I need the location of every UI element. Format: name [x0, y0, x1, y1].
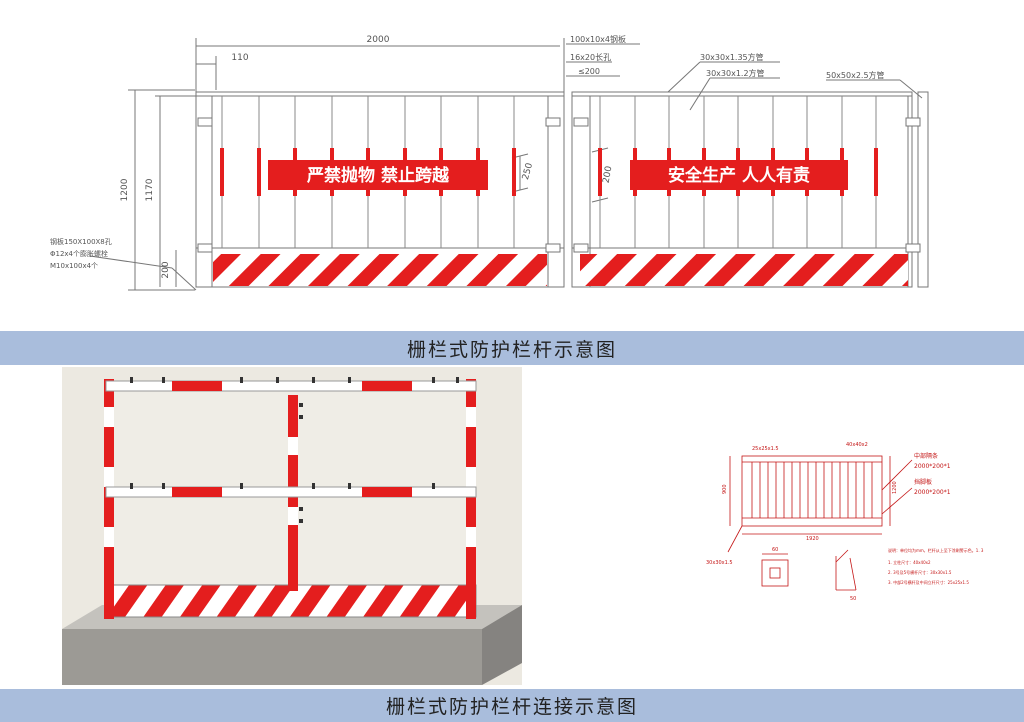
small-note-2: 2. 3号及5号横杆尺寸：30x30x1.5 — [888, 569, 952, 575]
callout-tube-post: 50x50x2.5方管 — [826, 70, 885, 80]
right-post — [466, 379, 476, 619]
small-label-mid-size: 2000*200*1 — [914, 463, 951, 470]
callout-base-plate-2: Φ12x4个膨胀螺栓 — [50, 249, 108, 258]
small-label-det-60: 60 — [772, 547, 778, 553]
small-label-toe-size: 2000*200*1 — [914, 489, 951, 496]
caption-top: 栅栏式防护栏杆示意图 — [406, 338, 617, 361]
left-panel-frame — [195, 91, 565, 288]
small-frame — [741, 455, 883, 527]
dim-total-width: 2000 — [367, 35, 390, 45]
small-label-det-50: 50 — [850, 596, 856, 602]
right-sign — [630, 160, 848, 190]
callout-base-plate-3: M10x100x4个 — [50, 262, 98, 270]
small-technical-drawing: 25x25x1.5 40x40x2 中部隔条 2000*200*1 挡脚板 20… — [700, 430, 1020, 615]
small-label-width: 1920 — [806, 536, 819, 542]
callout-tube-vertical: 30x30x1.2方管 — [706, 68, 765, 78]
end-post — [917, 91, 929, 288]
base-block-front — [62, 629, 482, 685]
clamp-bolts — [130, 377, 459, 523]
dim-height-inner: 1170 — [145, 178, 155, 201]
dim-end-offset: 110 — [231, 53, 248, 63]
top-elevation-drawing: 严禁抛物 禁止跨越 安全生产 人人有责 2000 110 1200 1170 2… — [0, 0, 1024, 330]
small-label-right-h: 1200 — [892, 481, 898, 494]
left-sign — [268, 160, 488, 190]
dim-toe-height: 200 — [161, 261, 171, 278]
left-post — [104, 379, 114, 619]
base-block-side — [482, 605, 522, 685]
top-rail — [105, 380, 477, 392]
small-label-top-b: 40x40x2 — [846, 442, 868, 448]
connection-3d-view — [62, 367, 522, 685]
picket-red-band — [512, 148, 516, 196]
right-panel-frame — [571, 91, 913, 288]
dim-250: 250 — [521, 162, 535, 181]
dim-200: 200 — [602, 165, 615, 184]
small-label-corner: 30x30x1.5 — [706, 560, 733, 566]
callout-tube-rail: 30x30x1.35方管 — [700, 52, 764, 62]
left-toe-board — [213, 254, 547, 286]
picket-red-band — [598, 148, 602, 196]
small-label-mid-title: 中部隔条 — [914, 452, 938, 460]
callout-base-plate-1: 钢板150X100X8孔 — [50, 237, 112, 246]
middle-rail — [105, 486, 477, 498]
right-sign-text: 安全生产 人人有责 — [668, 165, 810, 186]
picket-red-band — [874, 148, 878, 196]
left-sign-text: 严禁抛物 禁止跨越 — [307, 165, 450, 186]
callout-lt200: ≤200 — [578, 67, 600, 76]
callout-hole: 16x20长孔 — [570, 52, 611, 62]
picket-red-band — [257, 148, 261, 196]
small-label-toe-title: 挡脚板 — [914, 478, 932, 486]
small-note-1: 1. 立柱尺寸：40x40x2 — [888, 559, 931, 565]
small-drawing-svg: 25x25x1.5 40x40x2 中部隔条 2000*200*1 挡脚板 20… — [706, 442, 984, 602]
callout-steel-plate: 100x10x4钢板 — [570, 34, 626, 44]
dim-height-total: 1200 — [120, 178, 130, 201]
fence-elevation-svg: 严禁抛物 禁止跨越 安全生产 人人有责 2000 110 1200 1170 2… — [50, 34, 929, 291]
caption-bottom: 栅栏式防护栏杆连接示意图 — [385, 696, 638, 718]
caption-band-top: 栅栏式防护栏杆示意图 — [0, 331, 1024, 365]
picket-red-band — [220, 148, 224, 196]
right-toe-board — [580, 254, 908, 286]
small-label-left-h: 900 — [722, 484, 728, 494]
small-note-3: 3. 中部2号横杆及中间立杆尺寸：25x25x1.5 — [888, 579, 969, 585]
small-label-top-a: 25x25x1.5 — [752, 446, 779, 452]
connector-plates — [197, 117, 921, 253]
connection-3d-svg — [62, 377, 522, 685]
caption-band-bottom: 栅栏式防护栏杆连接示意图 — [0, 689, 1024, 722]
small-note-title: 说明：单位均为mm，栏杆从上至下涂刷警示色。1. 3 — [888, 547, 984, 553]
